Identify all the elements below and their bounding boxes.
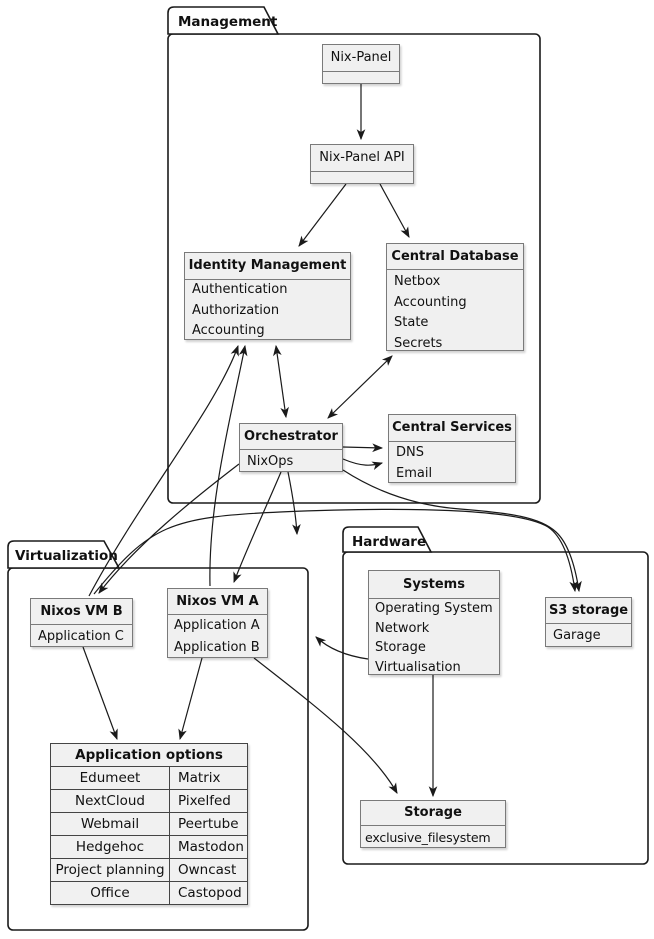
edge-orchestrator-to-virtualization — [287, 471, 301, 536]
node-body: DNS Email — [389, 442, 515, 484]
node-field: Authentication — [192, 282, 288, 297]
node-field: Application C — [38, 629, 124, 644]
table-cell: Edumeet — [51, 767, 170, 789]
node-orchestrator: Orchestrator NixOps — [239, 423, 343, 472]
table-cell: Matrix — [178, 770, 221, 786]
node-storage: Storage exclusive_filesystem — [360, 800, 506, 848]
node-title: Orchestrator — [240, 424, 342, 450]
node-field: State — [394, 315, 429, 330]
node-title: Nix-Panel API — [311, 145, 413, 172]
table-cell: Peertube — [178, 816, 239, 832]
node-nixos-vm-b: Nixos VM B Application C — [30, 598, 133, 647]
node-nixos-vm-a: Nixos VM A Application A Application B — [167, 588, 268, 658]
table-cell: Owncast — [178, 862, 237, 878]
node-title: Nixos VM A — [168, 589, 267, 615]
edge-identity-management-orchestrator — [273, 344, 289, 419]
table-row: Edumeet Matrix — [51, 767, 247, 790]
node-field: Secrets — [394, 335, 443, 351]
edge-central-database-orchestrator — [327, 355, 393, 419]
edge-nixpanelapi-to-identity-management — [298, 183, 347, 247]
node-title: Nix-Panel — [323, 45, 399, 72]
package-title-virtualization: Virtualization — [15, 548, 118, 564]
node-field: Garage — [553, 628, 601, 643]
node-title: Central Database — [387, 244, 523, 270]
edge-nixos-vm-a-to-storage — [253, 657, 398, 794]
table-cell: Office — [51, 882, 170, 904]
edge-nixos-vm-a-to-application-options — [178, 657, 203, 741]
node-title: Nixos VM B — [31, 599, 132, 625]
node-field: Application A — [174, 618, 260, 633]
node-nix-panel-api: Nix-Panel API — [310, 144, 414, 184]
node-field: Storage — [375, 640, 426, 655]
package-title-hardware: Hardware — [352, 534, 427, 550]
node-title: Central Services — [389, 415, 515, 442]
node-field: Virtualisation — [375, 659, 461, 675]
node-central-database: Central Database Netbox Accounting State… — [386, 243, 524, 351]
table-row: Office Castopod — [51, 882, 247, 904]
table-cell: Project planning — [51, 859, 170, 881]
table-row: NextCloud Pixelfed — [51, 790, 247, 813]
node-central-services: Central Services DNS Email — [388, 414, 516, 483]
node-body: Application A Application B — [168, 615, 267, 659]
table-cell: Webmail — [51, 813, 170, 835]
table-row: Webmail Peertube — [51, 813, 247, 836]
node-field: Netbox — [394, 274, 441, 289]
node-field: Application B — [174, 640, 260, 655]
node-title: Systems — [369, 571, 499, 599]
table-cell: Mastodon — [178, 839, 244, 855]
node-field: DNS — [396, 445, 424, 460]
table-row: Hedgehoc Mastodon — [51, 836, 247, 859]
node-title: Storage — [361, 801, 505, 826]
node-s3-storage: S3 storage Garage — [545, 597, 632, 647]
node-body: Application C — [31, 625, 132, 648]
node-title: Identity Management — [185, 253, 350, 280]
node-body: Garage — [546, 624, 631, 648]
table-cell: Hedgehoc — [51, 836, 170, 858]
node-field: Email — [396, 466, 433, 481]
edge-nixos-vm-b-to-s3-storage — [93, 508, 578, 595]
table-row: Project planning Owncast — [51, 859, 247, 882]
node-nix-panel: Nix-Panel — [322, 44, 400, 84]
node-body: Netbox Accounting State Secrets — [387, 270, 523, 354]
table-cell: NextCloud — [51, 790, 170, 812]
node-field: Accounting — [394, 294, 467, 310]
edge-orchestrator-to-nixos-vm-a — [233, 471, 282, 584]
edge-systems-to-virtualization — [315, 636, 369, 660]
edge-orchestrator-to-nixos-vm-b — [98, 463, 240, 594]
table-cell: Pixelfed — [178, 793, 231, 809]
edge-nixpanelapi-to-central-database — [379, 183, 410, 238]
node-field: NixOps — [247, 454, 294, 469]
edge-orchestrator-to-dns — [342, 443, 384, 453]
edge-orchestrator-to-email — [342, 458, 384, 470]
node-body: Operating System Network Storage Virtual… — [369, 599, 499, 677]
node-field: Network — [375, 620, 430, 636]
table-cell: Castopod — [178, 885, 242, 901]
node-field: Authorization — [192, 302, 280, 318]
node-field: Operating System — [375, 601, 493, 616]
edge-nixos-vm-b-to-application-options — [82, 646, 118, 741]
node-title: S3 storage — [546, 598, 631, 624]
node-body: exclusive_filesystem — [361, 826, 505, 849]
node-field: exclusive_filesystem — [365, 830, 491, 845]
node-systems: Systems Operating System Network Storage… — [368, 570, 500, 675]
table-header: Application options — [51, 744, 247, 767]
application-options-table: Application options Edumeet Matrix NextC… — [50, 743, 248, 905]
node-body: NixOps — [240, 450, 342, 473]
node-identity-management: Identity Management Authentication Autho… — [184, 252, 351, 340]
package-title-management: Management — [178, 14, 278, 30]
node-field: Accounting — [192, 323, 265, 338]
node-body: Authentication Authorization Accounting — [185, 280, 350, 342]
